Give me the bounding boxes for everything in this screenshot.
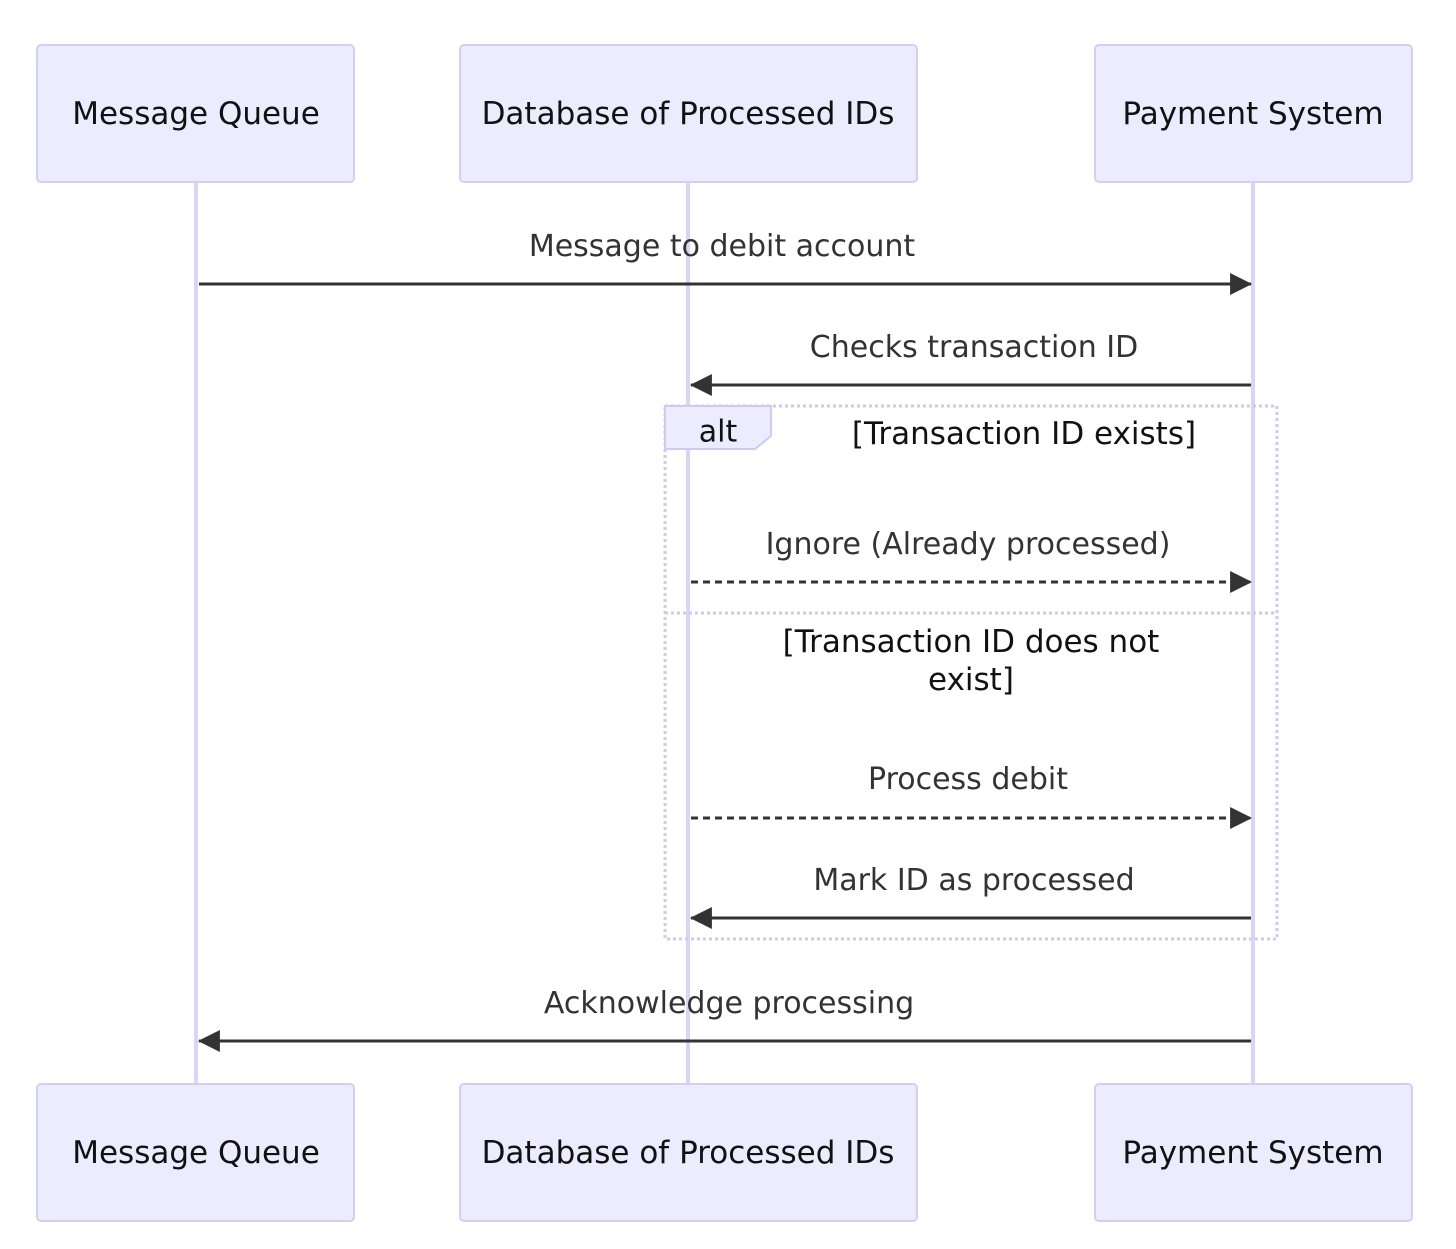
actor-label: Payment System	[1122, 96, 1383, 132]
message-ignore: Ignore (Already processed)	[691, 527, 1253, 593]
actor-bottom-payment-system: Payment System	[1094, 1083, 1413, 1222]
actor-top-database: Database of Processed IDs	[459, 44, 918, 183]
message-label: Acknowledge processing	[544, 986, 914, 1021]
alt-keyword: alt	[699, 415, 738, 450]
message-label: Ignore (Already processed)	[766, 527, 1171, 562]
message-label: Checks transaction ID	[810, 330, 1138, 365]
alt-tab	[664, 405, 772, 450]
actor-label: Database of Processed IDs	[482, 96, 895, 132]
actor-label: Database of Processed IDs	[482, 1135, 895, 1171]
message-acknowledge: Acknowledge processing	[197, 986, 1251, 1052]
alt-frame: alt [Transaction ID exists] [Transaction…	[663, 404, 1279, 941]
message-debit-account: Message to debit account	[199, 229, 1253, 295]
actor-label: Payment System	[1122, 1135, 1383, 1171]
message-process-debit: Process debit	[691, 762, 1253, 829]
actor-bottom-database: Database of Processed IDs	[459, 1083, 918, 1222]
actor-label: Message Queue	[72, 1135, 320, 1171]
actor-label: Message Queue	[72, 96, 320, 132]
message-label: Process debit	[868, 762, 1068, 797]
actor-top-message-queue: Message Queue	[36, 44, 355, 183]
message-label: Message to debit account	[529, 229, 916, 264]
message-check-transaction-id: Checks transaction ID	[689, 330, 1251, 396]
actor-top-payment-system: Payment System	[1094, 44, 1413, 183]
alt-condition-exists: [Transaction ID exists]	[852, 416, 1196, 452]
message-label: Mark ID as processed	[813, 863, 1134, 898]
message-mark-processed: Mark ID as processed	[689, 863, 1251, 929]
alt-condition-not-exists-line1: [Transaction ID does not	[783, 624, 1160, 660]
alt-condition-not-exists-line2: exist]	[928, 662, 1014, 698]
actor-bottom-message-queue: Message Queue	[36, 1083, 355, 1222]
